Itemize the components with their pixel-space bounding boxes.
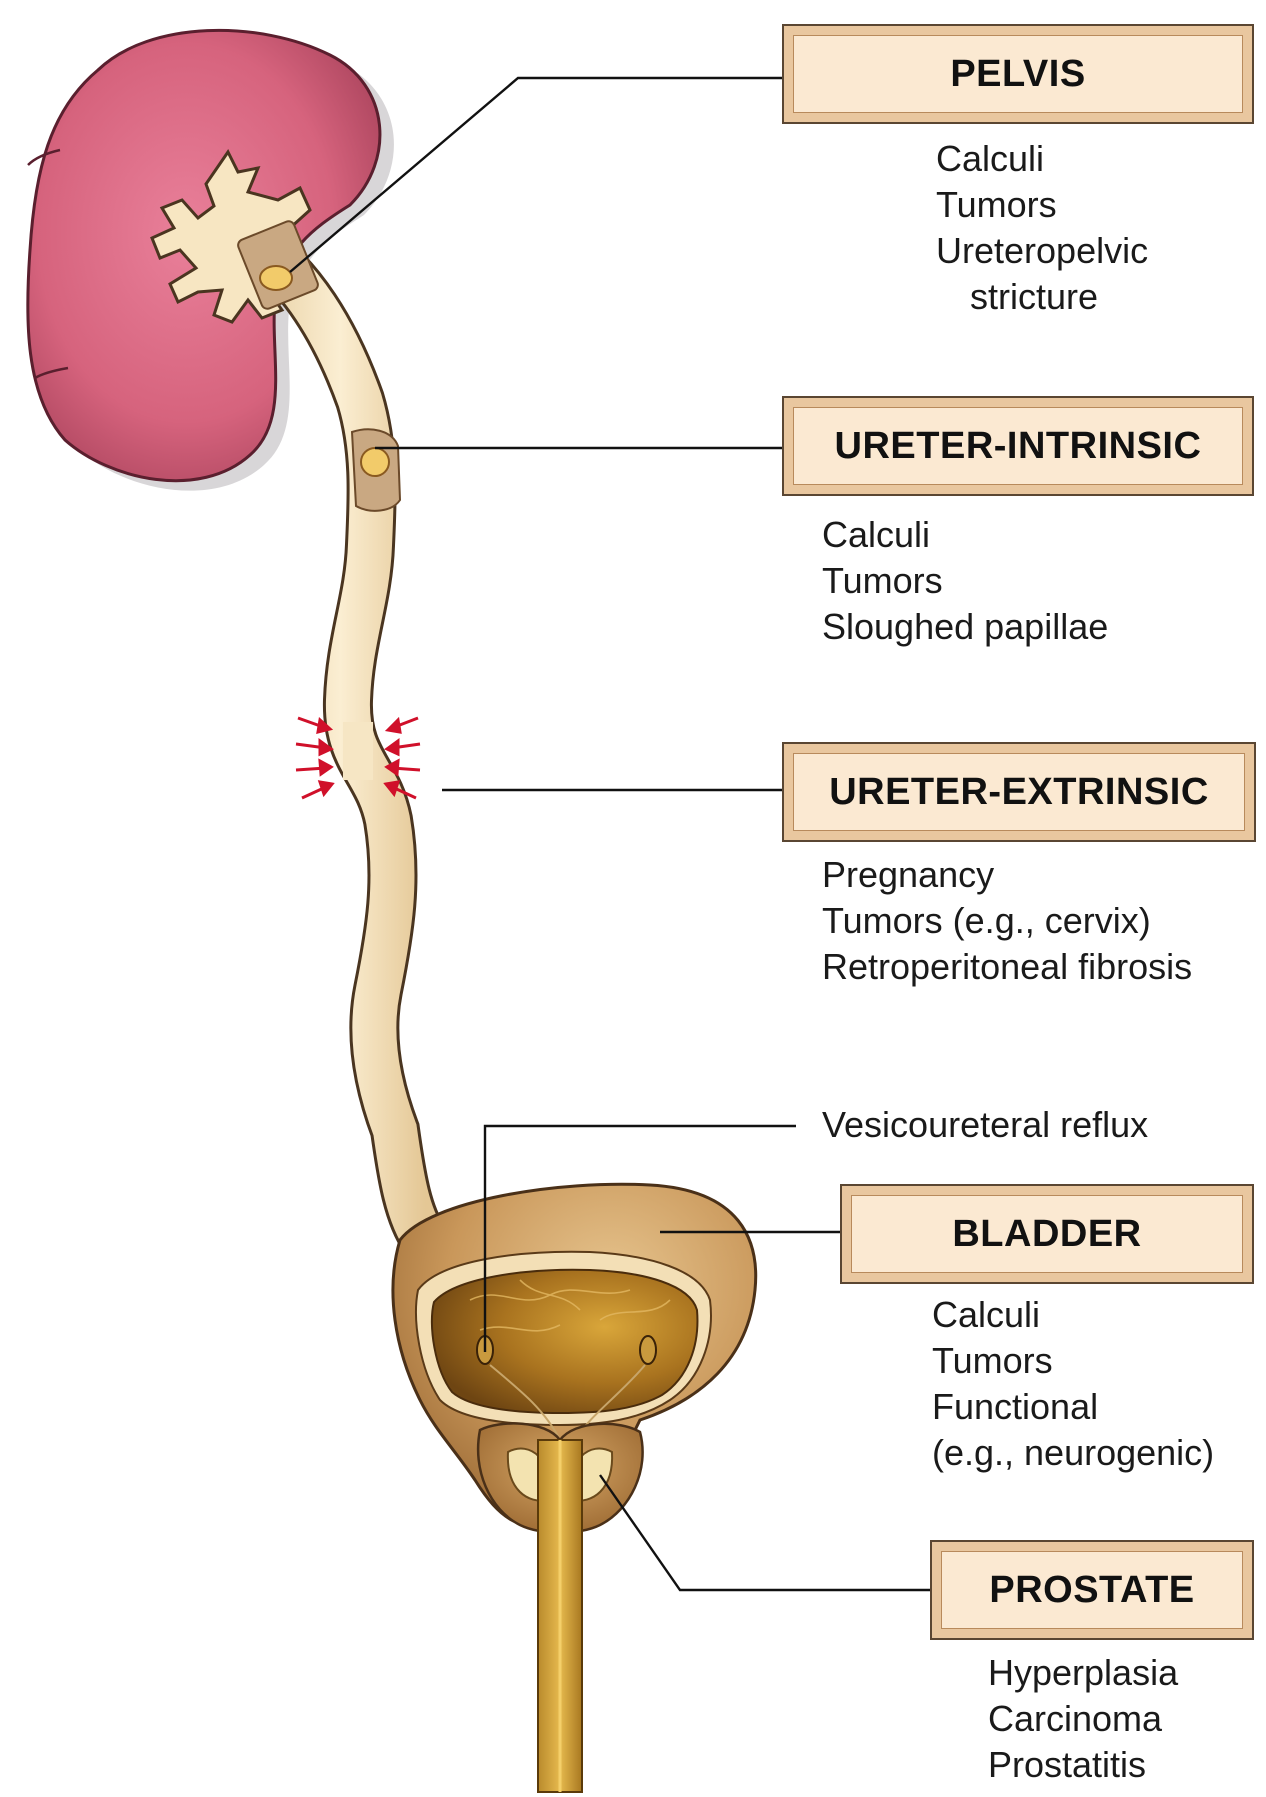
leader-prostate [599, 1474, 930, 1592]
cause-item: Carcinoma [988, 1698, 1163, 1739]
cause-item: Sloughed papillae [822, 606, 1109, 647]
prostate-label: PROSTATE [989, 1568, 1195, 1611]
cause-item: Calculi [936, 138, 1045, 179]
prostate-label-box: PROSTATE [930, 1540, 1254, 1640]
ureteral-calculus [360, 447, 390, 477]
vesicoureteral-reflux-label: Vesicoureteral reflux [822, 1104, 1149, 1145]
pelvis-causes: Calculi Tumors Ureteropelvic stricture [936, 136, 1148, 320]
cause-item: Pregnancy [822, 854, 995, 895]
ureter-extrinsic-label-box: URETER-EXTRINSIC [782, 742, 1256, 842]
cause-item: Hyperplasia [988, 1652, 1179, 1693]
cause-item: Tumors [936, 184, 1057, 225]
cause-item: Prostatitis [988, 1744, 1147, 1785]
cause-item: Tumors (e.g., cervix) [822, 900, 1151, 941]
pelvic-calculus [259, 265, 293, 291]
pelvis-label-box: PELVIS [782, 24, 1254, 124]
pelvis-label: PELVIS [950, 52, 1086, 95]
cause-item: Calculi [932, 1294, 1041, 1335]
bladder-label: BLADDER [952, 1212, 1142, 1255]
prostate-causes: Hyperplasia Carcinoma Prostatitis [988, 1650, 1178, 1788]
bladder-label-box: BLADDER [840, 1184, 1254, 1284]
cause-item: stricture [970, 276, 1099, 317]
leader-vesicoureteral [483, 1124, 796, 1352]
bladder-lumen [430, 1268, 699, 1415]
leader-lines [289, 76, 930, 1592]
ureter-extrinsic-label: URETER-EXTRINSIC [829, 770, 1209, 813]
cause-item: Functional [932, 1386, 1099, 1427]
cause-item: Calculi [822, 514, 931, 555]
ureter-intrinsic-label-box: URETER-INTRINSIC [782, 396, 1254, 496]
cause-item: Retroperitoneal fibrosis [822, 946, 1193, 987]
cause-item: Ureteropelvic [936, 230, 1149, 271]
cause-item: Tumors [932, 1340, 1053, 1381]
cause-item: (e.g., neurogenic) [932, 1432, 1215, 1473]
bladder-causes: Calculi Tumors Functional (e.g., neuroge… [932, 1292, 1214, 1476]
cause-item: Tumors [822, 560, 943, 601]
ureter-intrinsic-label: URETER-INTRINSIC [834, 424, 1202, 467]
ureter-extrinsic-causes: Pregnancy Tumors (e.g., cervix) Retroper… [822, 852, 1192, 990]
compression-arrows [295, 716, 421, 800]
ureter-intrinsic-causes: Calculi Tumors Sloughed papillae [822, 512, 1108, 650]
leader-pelvis [289, 76, 782, 273]
